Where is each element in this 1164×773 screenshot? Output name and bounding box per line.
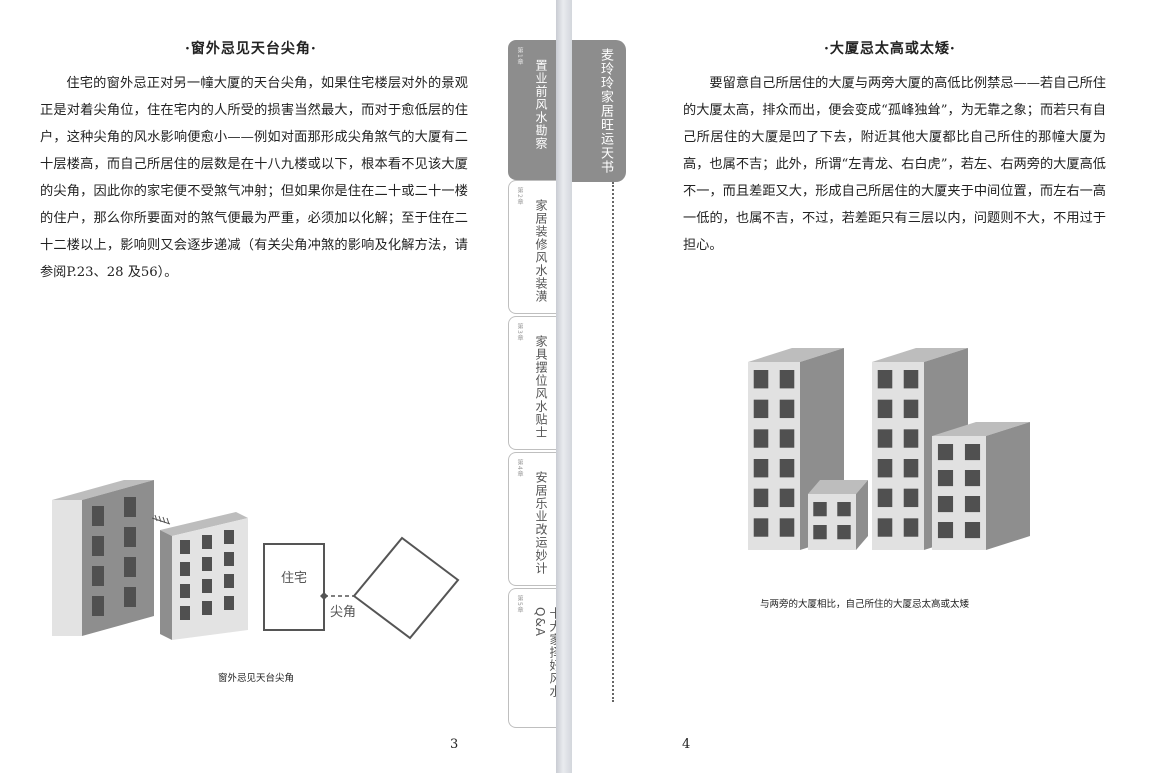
right-page-title: ·大厦忌太高或太矮· xyxy=(824,41,956,57)
window xyxy=(202,601,212,615)
tab-chapter-label: 十大家择好风水Q&A xyxy=(533,607,557,698)
window xyxy=(124,557,136,577)
left-page-paragraph: 住宅的窗外忌正对另一幢大厦的天台尖角，如果住宅楼层对外的景观正是对着尖角位，住在… xyxy=(40,76,468,280)
left-page-number: 3 xyxy=(450,737,459,752)
window xyxy=(964,470,981,487)
window xyxy=(964,444,981,461)
window xyxy=(779,488,795,508)
tab-chapter-number: 第5章 xyxy=(516,595,523,614)
window xyxy=(813,525,827,540)
window xyxy=(180,540,190,554)
sharp-corner-shape xyxy=(352,536,460,640)
window xyxy=(202,535,212,549)
window xyxy=(92,566,104,586)
window xyxy=(964,496,981,513)
window xyxy=(224,552,234,566)
window xyxy=(779,370,795,389)
left-page: ·窗外忌见天台尖角· 住宅的窗外忌正对另一幢大厦的天台尖角，如果住宅楼层对外的景… xyxy=(0,0,556,773)
window xyxy=(877,518,893,537)
series-title-tab: 麦玲玲家居旺运天书 xyxy=(572,40,626,182)
window xyxy=(92,596,104,616)
window xyxy=(753,429,769,448)
window xyxy=(224,530,234,544)
window xyxy=(903,399,919,419)
window xyxy=(753,488,769,508)
window xyxy=(779,459,795,478)
tab-chapter-label: 安居乐业改运妙计 xyxy=(534,471,548,575)
building-height-illustration xyxy=(748,348,1030,550)
window xyxy=(753,399,769,419)
window xyxy=(224,596,234,610)
right-figure-caption: 与两旁的大厦相比，自己所住的大厦忌太高或太矮 xyxy=(760,599,970,610)
series-title: 麦玲玲家居旺运天书 xyxy=(598,48,613,174)
window xyxy=(877,399,893,419)
left-figure-caption: 窗外忌见天台尖角 xyxy=(218,673,295,684)
tab-chapter-number: 第3章 xyxy=(516,323,523,342)
window xyxy=(202,557,212,571)
window xyxy=(837,502,851,517)
corner-label: 尖角 xyxy=(330,605,356,620)
window xyxy=(903,429,919,448)
window xyxy=(937,470,954,487)
window xyxy=(903,488,919,508)
tab-chapter-number: 第2章 xyxy=(516,187,523,206)
window xyxy=(877,459,893,478)
tab-chapter-5[interactable]: 第5章 十大家择好风水Q&A xyxy=(508,588,557,728)
tab-chapter-number: 第1章 xyxy=(516,47,523,66)
window xyxy=(877,370,893,389)
window xyxy=(903,370,919,389)
window xyxy=(779,399,795,419)
window xyxy=(180,606,190,620)
tab-chapter-label: 家居装修风水装潢 xyxy=(534,199,548,303)
tab-chapter-4[interactable]: 第4章 安居乐业改运妙计 xyxy=(508,452,557,586)
right-page-paragraph: 要留意自己所居住的大厦与两旁大厦的高低比例禁忌——若自己所住的大厦太高，排众而出… xyxy=(683,76,1106,253)
middle-short-building xyxy=(808,480,868,550)
window xyxy=(180,562,190,576)
window xyxy=(877,488,893,508)
window xyxy=(937,444,954,461)
window xyxy=(779,518,795,537)
window xyxy=(753,459,769,478)
window xyxy=(202,579,212,593)
window xyxy=(124,497,136,517)
house-label: 住宅 xyxy=(281,571,307,586)
window-corner-illustration: 住宅 尖角 xyxy=(52,480,460,640)
tall-building-left xyxy=(52,480,154,636)
book-spine xyxy=(556,0,572,773)
window xyxy=(124,527,136,547)
window xyxy=(903,518,919,537)
window xyxy=(779,429,795,448)
dotted-divider xyxy=(612,182,614,702)
window xyxy=(937,522,954,539)
window xyxy=(124,587,136,607)
tab-chapter-number: 第4章 xyxy=(516,459,523,478)
window xyxy=(224,574,234,588)
right-page: ·大厦忌太高或太矮· 要留意自己所居住的大厦与两旁大厦的高低比例禁忌——若自己所… xyxy=(572,0,1164,773)
tab-chapter-label: 置业前风水勘察 xyxy=(534,59,548,150)
far-right-building xyxy=(932,422,1030,550)
window xyxy=(92,506,104,526)
antenna-icon xyxy=(151,514,171,525)
window xyxy=(964,522,981,539)
tab-chapter-2[interactable]: 第2章 家居装修风水装潢 xyxy=(508,180,557,314)
short-building-right xyxy=(160,512,248,640)
house-box xyxy=(263,543,325,631)
window xyxy=(903,459,919,478)
tab-chapter-label: 家具摆位风水贴士 xyxy=(534,335,548,439)
tab-chapter-1[interactable]: 第1章 置业前风水勘察 xyxy=(508,40,557,180)
left-page-title: ·窗外忌见天台尖角· xyxy=(185,41,317,57)
window xyxy=(877,429,893,448)
right-page-number: 4 xyxy=(682,737,691,752)
window xyxy=(92,536,104,556)
tab-chapter-3[interactable]: 第3章 家具摆位风水贴士 xyxy=(508,316,557,450)
window xyxy=(753,518,769,537)
window xyxy=(753,370,769,389)
window xyxy=(937,496,954,513)
window xyxy=(813,502,827,517)
window xyxy=(837,525,851,540)
window xyxy=(180,584,190,598)
